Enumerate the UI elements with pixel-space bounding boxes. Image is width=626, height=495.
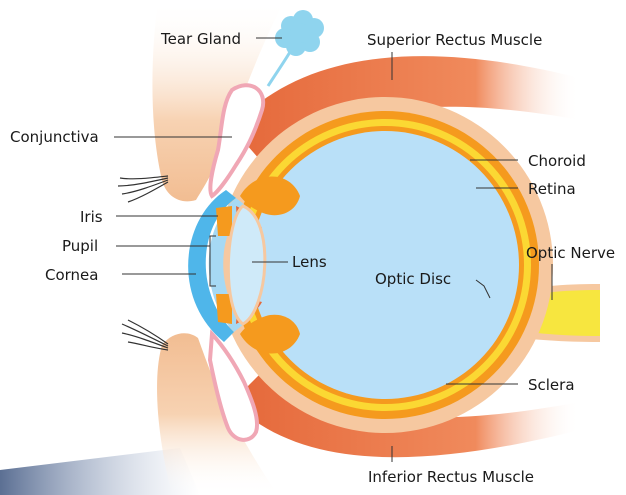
label-superior-rectus-muscle: Superior Rectus Muscle (367, 31, 542, 49)
label-choroid: Choroid (528, 152, 586, 170)
label-cornea: Cornea (45, 266, 98, 284)
label-retina: Retina (528, 180, 576, 198)
label-pupil: Pupil (62, 237, 98, 255)
upper-eyelashes (118, 176, 168, 202)
label-sclera: Sclera (528, 376, 575, 394)
label-optic-disc: Optic Disc (375, 270, 451, 288)
iris-upper (216, 206, 232, 236)
label-tear-gland: Tear Gland (160, 30, 241, 48)
tear-gland (275, 10, 324, 56)
label-lens: Lens (292, 253, 327, 271)
label-inferior-rectus-muscle: Inferior Rectus Muscle (368, 468, 534, 486)
label-iris: Iris (80, 208, 103, 226)
label-optic-nerve: Optic Nerve (526, 244, 615, 262)
label-conjunctiva: Conjunctiva (10, 128, 99, 146)
lower-eyelashes (122, 320, 168, 350)
tear-duct (268, 52, 290, 86)
